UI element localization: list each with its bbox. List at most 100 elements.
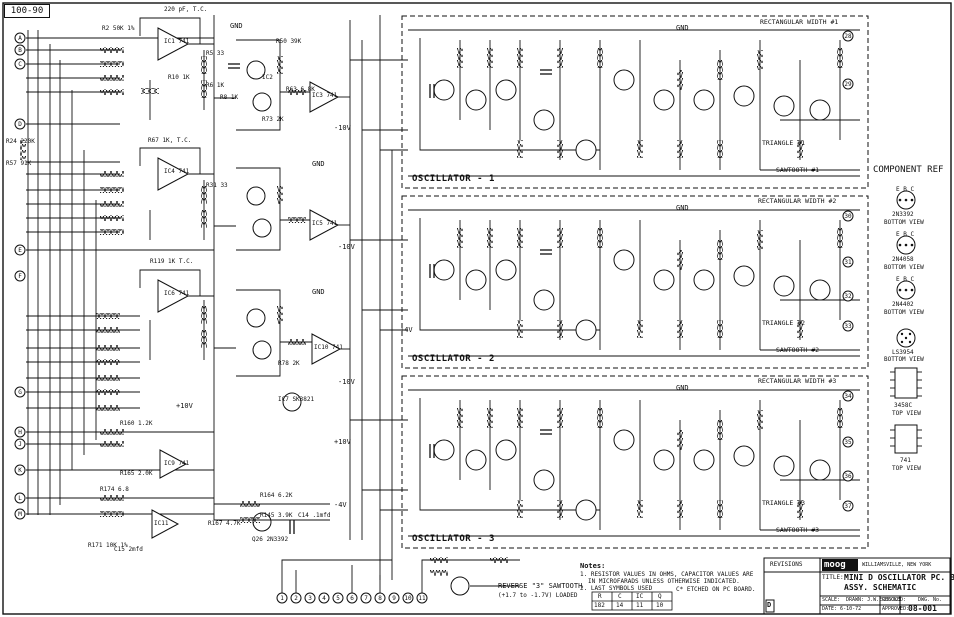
r10-label: R10 1K [168,74,190,81]
title-label: TITLE: [822,574,844,581]
notes-line-3: 2. LAST SYMBOLS USED [580,585,653,592]
table-head-ic: IC [636,593,644,600]
table-head-c: C [618,593,622,600]
left-pin-c: C [18,61,22,68]
bottom-pin-1: 1 [280,595,284,602]
sawtooth-2-label: SAWTOOTH #2 [776,346,820,354]
title-line-2: ASSY. SCHEMATIC [844,583,917,592]
sheet-number: 100-90 [4,4,50,18]
r2-label: R2 50K 1% [102,25,135,32]
r145-label: R145 3.9K [260,512,293,519]
left-pin-e: E [18,247,22,254]
oscillator-2-title: OSCILLATOR - 2 [412,354,495,364]
left-pin-b: B [18,47,22,54]
m10v-label-1: -10V [334,124,351,132]
part-6-view: TOP VIEW [892,465,921,472]
right-pin-31: 31 [844,259,852,266]
bottom-pin-4: 4 [322,595,326,602]
table-val-q: 10 [656,602,664,609]
company-logo: moog [824,560,846,570]
table-head-r: R [598,593,602,600]
approved-label: APPROVED: [882,606,910,612]
reverse-sawtooth-label: REVERSE "3" SAWTOOTH [498,582,583,590]
notes-title: Notes: [580,562,606,570]
gnd-label-1: GND [230,22,243,30]
component-ref-title: COMPONENT REF [873,165,944,175]
left-pin-g: G [18,389,22,396]
gnd-label-3: GND [312,288,325,296]
ic6-label: IC6 741 [164,290,190,297]
right-pin-34: 34 [844,393,852,400]
ic7-label: IC7 SK3821 [278,396,315,403]
title-line-1: MINI D OSCILLATOR PC. BRD. [844,573,954,582]
dwg-no-label: DWG. No. [918,597,943,603]
ic10-label: IC10 741 [314,344,343,351]
oscillator-1-box [401,15,869,189]
revisions-label: REVISIONS [770,561,803,568]
bottom-pin-7: 7 [364,595,368,602]
oscillator-2-box [401,195,869,369]
oscillator-3-title: OSCILLATOR - 3 [412,534,495,544]
ic4-label: IC4 741 [164,168,190,175]
left-pin-l: L [18,495,22,502]
right-pin-35: 35 [844,439,852,446]
r174-label: R174 6.8 [100,486,129,493]
part-4-view: BOTTOM VIEW [884,356,924,363]
bottom-pin-10: 10 [404,595,412,602]
rect-width-1-label: RECTANGULAR WIDTH #1 [760,18,839,26]
left-pin-j: J [18,441,22,448]
part-3-view: BOTTOM VIEW [884,309,924,316]
r31-label: R31 33 [206,182,228,189]
part-1-name: 2N3392 [892,211,914,218]
r67-label: R67 1K, T.C. [148,137,192,144]
bottom-pin-8: 8 [378,595,382,602]
part-4-name: LS3954 [892,349,914,356]
left-pin-h: H [18,429,22,436]
part-2-pins: E B C [896,231,915,238]
r164-label: R164 6.2K [260,492,293,499]
r63-label: R63 6.8K [286,86,315,93]
table-head-q: Q [658,593,662,600]
r57-label: R57 91K [6,160,32,167]
scale-label: SCALE: [822,597,841,603]
ic2-label: IC2 [262,74,273,81]
triangle-1-label: TRIANGLE #1 [762,139,806,147]
p10v-label-2: +10V [334,438,351,446]
company-address: WILLIAMSVILLE, NEW YORK [862,562,932,568]
r119-label: R119 1K T.C. [150,258,194,265]
drawn-label: DRAWN: J.W.EREGOLD [846,597,901,603]
right-pin-36: 36 [844,473,852,480]
dwg-number: 08-001 [908,604,937,613]
bottom-pin-11: 11 [418,595,426,602]
part-5-view: TOP VIEW [892,410,921,417]
reverse-sawtooth-sub: (+1.7 to -1.7V) LOADED [498,592,578,599]
gnd-label-osc1: GND [676,24,689,32]
left-pin-m: M [18,511,22,518]
table-val-ic: 11 [636,602,644,609]
rev-letter: D [767,601,772,609]
notes-line-4: C* ETCHED ON PC BOARD. [676,586,756,593]
p10v-label: +10V [176,402,193,410]
gnd-label-osc3: GND [676,384,689,392]
m10v-label-2: -10V [338,243,355,251]
rect-width-3-label: RECTANGULAR WIDTH #3 [758,377,837,385]
checked-label: CHECKED: [882,597,907,603]
left-pin-f: F [18,273,22,280]
r171-label: R171 10K 1% [88,542,128,549]
p4v-label: +4V [400,326,413,334]
c14-label: C14 .1mfd [298,512,331,519]
table-val-r: 182 [594,602,605,609]
triangle-2-label: TRIANGLE #2 [762,319,806,327]
ic1-label: IC1 741 [164,38,190,45]
left-pin-k: K [18,467,22,474]
right-connector-pins [842,30,854,512]
part-2-view: BOTTOM VIEW [884,264,924,271]
r167-label: R167 4.7K [208,520,241,527]
bottom-pin-3: 3 [308,595,312,602]
r78-label: R78 2K [278,360,300,367]
r6-label: R6 1K [206,82,225,89]
left-connector-pins [14,32,26,520]
ic5-label: IC5 741 [312,220,338,227]
bottom-pin-2: 2 [294,595,298,602]
